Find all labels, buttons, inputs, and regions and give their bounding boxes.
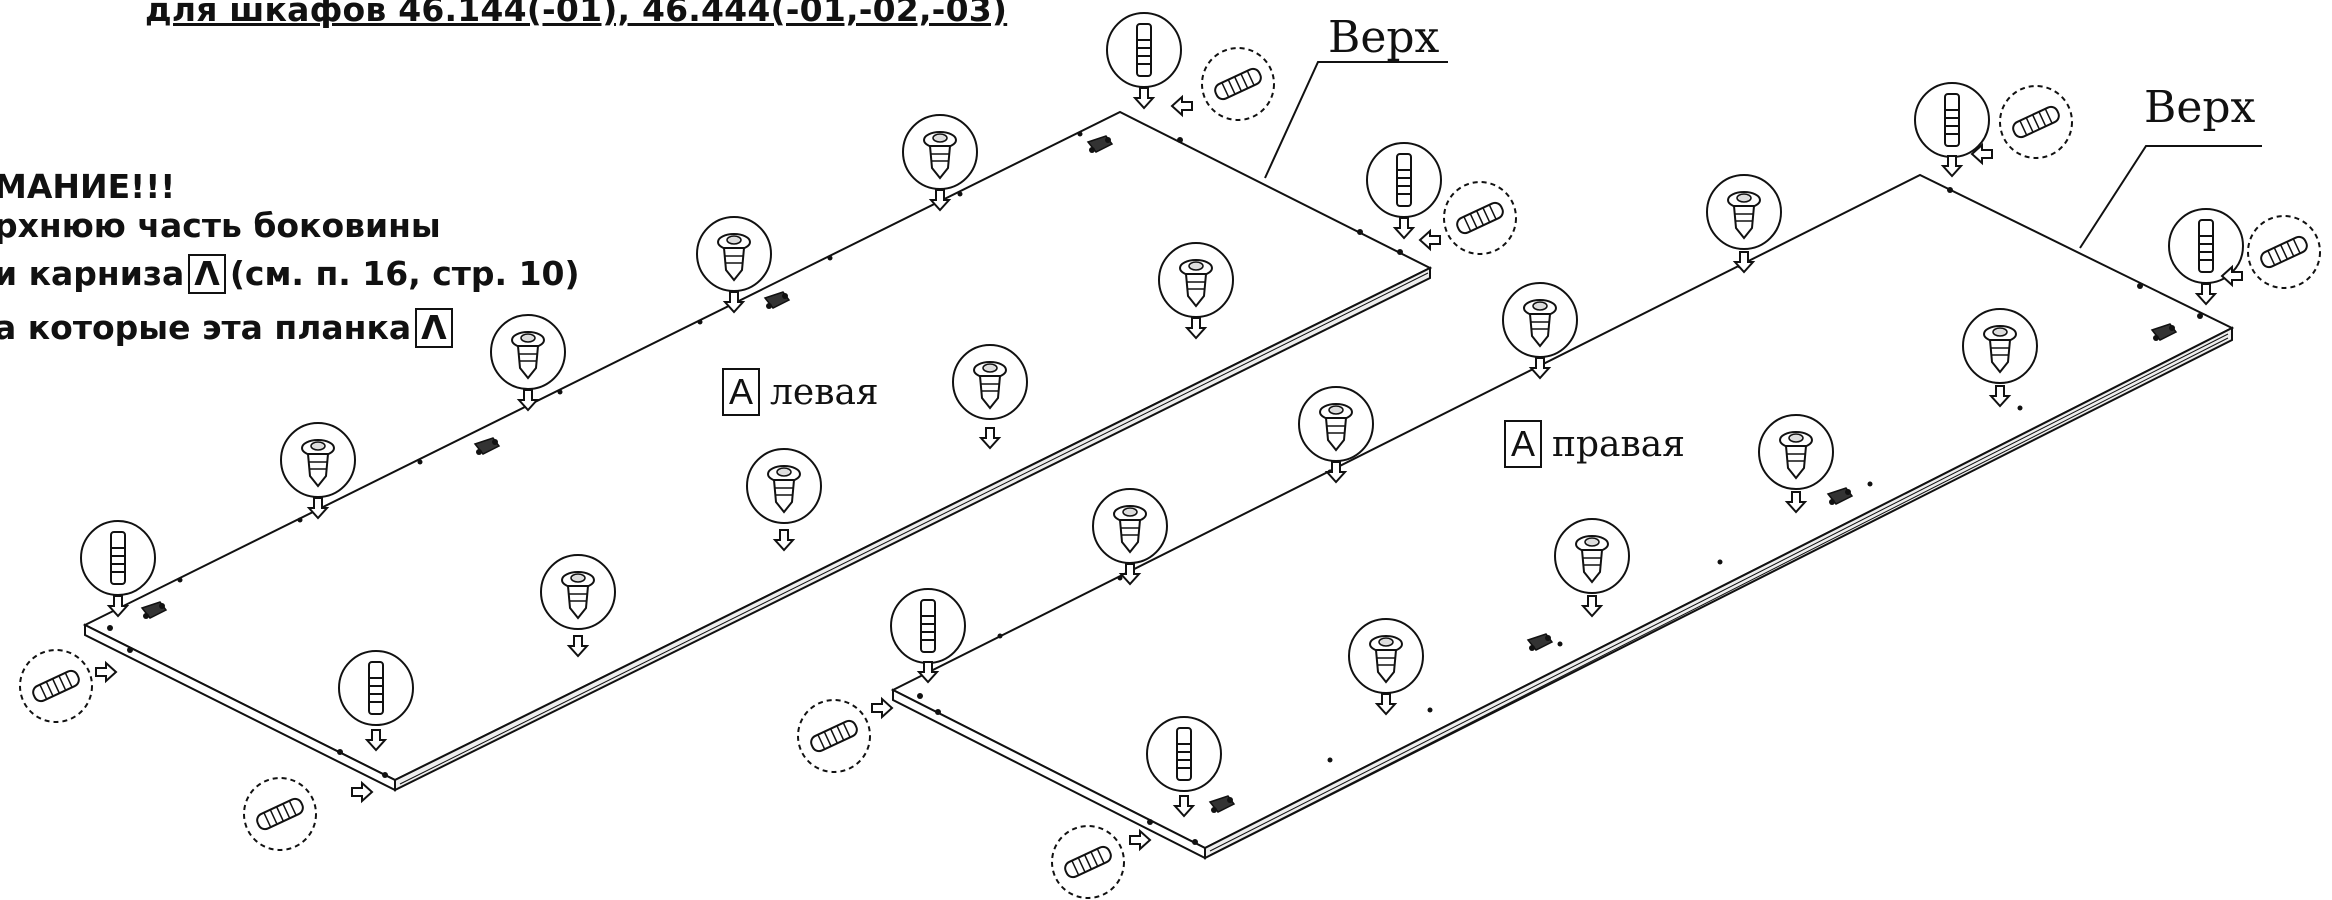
arrow-left-icon xyxy=(1171,96,1193,116)
arrow-right-icon xyxy=(95,662,117,682)
warning-line-4-text: а которые эта планка xyxy=(0,308,412,347)
arrow-right-icon xyxy=(351,782,373,802)
cam-callout xyxy=(1554,518,1630,594)
cam-callout xyxy=(490,314,566,390)
cam-callout xyxy=(1962,308,2038,384)
warning-line-1: МАНИЕ!!! xyxy=(0,167,176,206)
dowel-callout xyxy=(338,650,414,726)
screw-callout xyxy=(1443,181,1517,255)
right-panel-name: правая xyxy=(1552,424,1685,465)
left-panel-holes xyxy=(107,131,1403,778)
dowel-callout xyxy=(1366,142,1442,218)
cam-callout xyxy=(1092,488,1168,564)
dowel-callout xyxy=(1146,716,1222,792)
cam-callout xyxy=(280,422,356,498)
screw-callout xyxy=(1999,85,2073,159)
strip-symbol-box: Λ xyxy=(415,308,453,348)
dowel-callout xyxy=(1914,82,1990,158)
cam-callout xyxy=(1758,414,1834,490)
warning-line-3-text: и карниза xyxy=(0,254,185,293)
screw-callout xyxy=(243,777,317,851)
warning-line-3-ref: (см. п. 16, стр. 10) xyxy=(229,254,580,293)
cam-callout xyxy=(952,344,1028,420)
left-panel xyxy=(82,110,1433,792)
cam-callout xyxy=(1706,174,1782,250)
cornice-symbol-box: Λ xyxy=(188,254,226,294)
screw-callout xyxy=(1051,825,1125,899)
cam-callout xyxy=(540,554,616,630)
cam-callout xyxy=(1158,242,1234,318)
cam-callout xyxy=(1348,618,1424,694)
screw-callout xyxy=(1201,47,1275,121)
cam-callout xyxy=(1502,282,1578,358)
arrow-down-icon xyxy=(1942,155,1962,177)
right-panel-mark: А xyxy=(1504,420,1543,468)
arrow-left-icon xyxy=(1419,230,1441,250)
screw-callout xyxy=(797,699,871,773)
left-panel-mark: А xyxy=(722,368,761,416)
top-label-right: Верх xyxy=(2144,82,2256,133)
dowel-callout xyxy=(80,520,156,596)
screw-callout xyxy=(2247,215,2321,289)
cam-callout xyxy=(696,216,772,292)
dowel-callout xyxy=(890,588,966,664)
dowel-callout xyxy=(1106,12,1182,88)
cam-callout xyxy=(1298,386,1374,462)
top-leader-left xyxy=(1264,61,1448,179)
right-panel xyxy=(890,173,2235,860)
warning-line-2: рхнюю часть боковины xyxy=(0,206,441,245)
arrow-down-icon xyxy=(1134,87,1154,109)
top-leader-right xyxy=(2079,145,2262,249)
screw-callout xyxy=(19,649,93,723)
arrow-down-icon xyxy=(2196,283,2216,305)
top-label-left: Верх xyxy=(1328,12,1440,63)
arrow-down-icon xyxy=(1394,217,1414,239)
instruction-heading: для шкафов 46.144(-01), 46.444(-01,-02,-… xyxy=(145,0,1008,29)
cam-callout xyxy=(746,448,822,524)
cam-callout xyxy=(902,114,978,190)
arrow-right-icon xyxy=(1129,830,1151,850)
left-panel-name: левая xyxy=(770,372,879,413)
arrow-right-icon xyxy=(871,698,893,718)
